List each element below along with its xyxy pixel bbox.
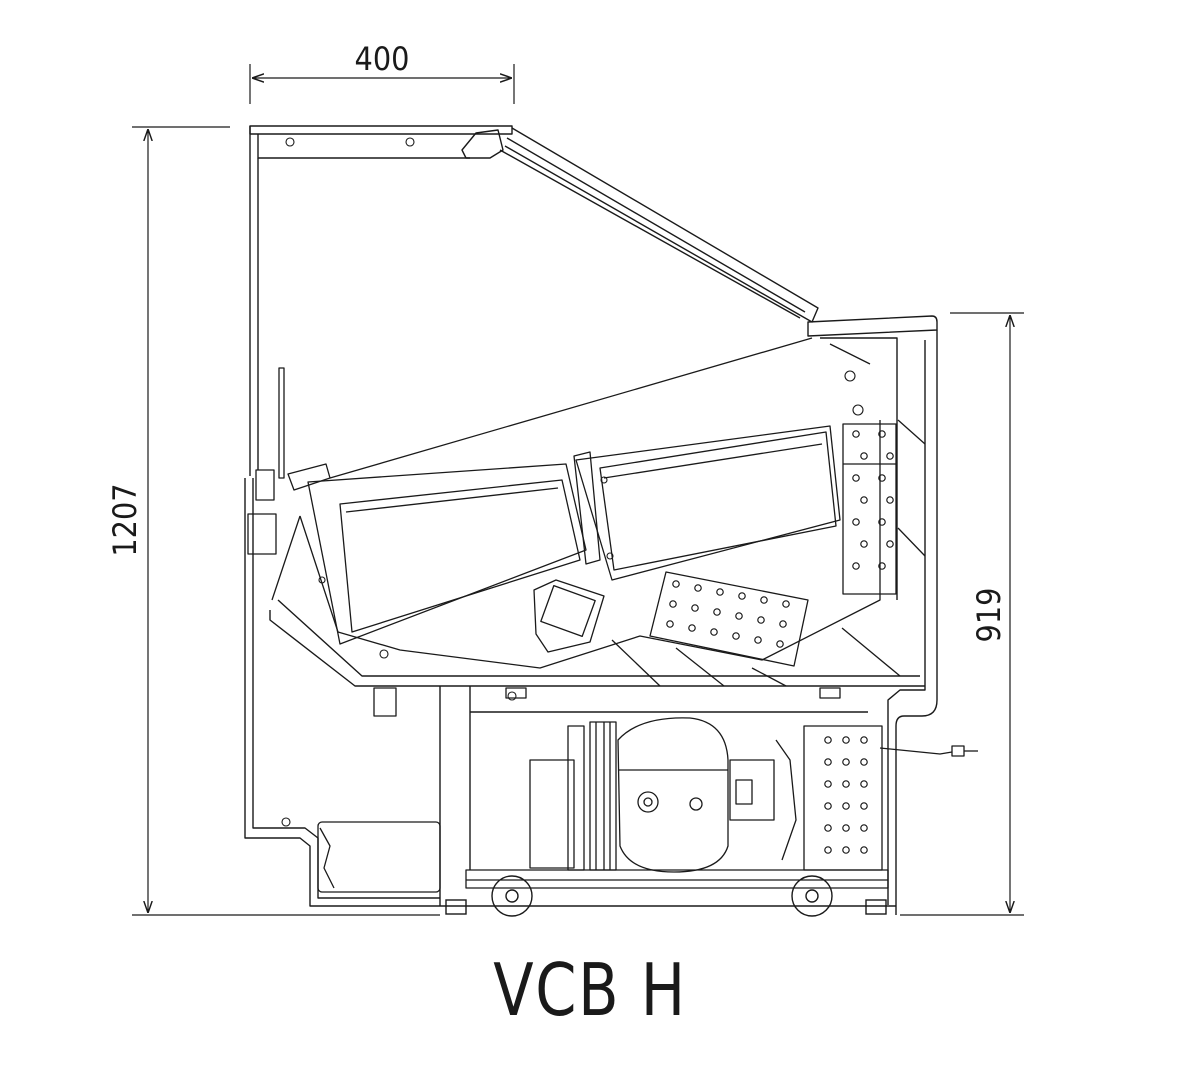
perforation-hole — [878, 430, 886, 438]
cabinet-outline — [244, 125, 938, 915]
caster-wheels — [445, 875, 887, 917]
fasteners — [281, 137, 864, 827]
perforation-hole — [860, 824, 868, 832]
perforation-hole — [842, 802, 850, 810]
perforation-hole — [842, 846, 850, 854]
perforation-hole — [860, 452, 868, 460]
perforation-hole — [760, 596, 768, 604]
perforation-hole — [735, 612, 743, 620]
display-well — [247, 337, 926, 687]
perforation-hole — [824, 736, 832, 744]
perforation-hole — [852, 474, 860, 482]
perforation-hole — [694, 584, 702, 592]
perforation-hole — [710, 628, 718, 636]
perforation-hole — [852, 562, 860, 570]
perforation-hole — [824, 846, 832, 854]
dimension-top-width-label: 400 — [355, 40, 410, 78]
perforation-hole — [886, 496, 894, 504]
perforation-hole — [860, 758, 868, 766]
dimension-counter-height-label: 919 — [970, 588, 1008, 643]
model-name: VCB H — [493, 948, 687, 1032]
perforation-hole — [713, 608, 721, 616]
perforation-hole — [852, 518, 860, 526]
perforation-hole — [886, 452, 894, 460]
perforation-hole — [757, 616, 765, 624]
perforation-hole — [824, 802, 832, 810]
perforation-hole — [824, 780, 832, 788]
perforation-hole — [732, 632, 740, 640]
perforation-hole — [860, 540, 868, 548]
perforation-hole — [860, 846, 868, 854]
perforation-hole — [842, 824, 850, 832]
dimension-counter-height — [900, 312, 1024, 916]
dimension-top-width — [249, 64, 515, 104]
perforation-hole — [688, 624, 696, 632]
perforation-hole — [754, 636, 762, 644]
perforation-hole — [860, 780, 868, 788]
perforation-hole — [878, 562, 886, 570]
perforation-hole — [878, 518, 886, 526]
perforation-hole — [852, 430, 860, 438]
perforation-hole — [716, 588, 724, 596]
perforation-hole — [824, 824, 832, 832]
evaporator-holes — [666, 430, 894, 854]
perforation-hole — [886, 540, 894, 548]
perforation-hole — [779, 620, 787, 628]
dimension-total-height — [132, 126, 440, 916]
perforation-hole — [860, 496, 868, 504]
perforation-hole — [842, 758, 850, 766]
dimension-total-height-label: 1207 — [106, 483, 144, 556]
perforation-hole — [824, 758, 832, 766]
perforation-hole — [782, 600, 790, 608]
perforation-hole — [691, 604, 699, 612]
perforation-hole — [738, 592, 746, 600]
perforation-hole — [666, 620, 674, 628]
perforation-hole — [842, 736, 850, 744]
perforation-hole — [776, 640, 784, 648]
perforation-hole — [669, 600, 677, 608]
perforation-hole — [672, 580, 680, 588]
perforation-hole — [860, 802, 868, 810]
perforation-hole — [878, 474, 886, 482]
perforation-hole — [860, 736, 868, 744]
perforation-hole — [842, 780, 850, 788]
compressor-unit — [317, 687, 978, 893]
